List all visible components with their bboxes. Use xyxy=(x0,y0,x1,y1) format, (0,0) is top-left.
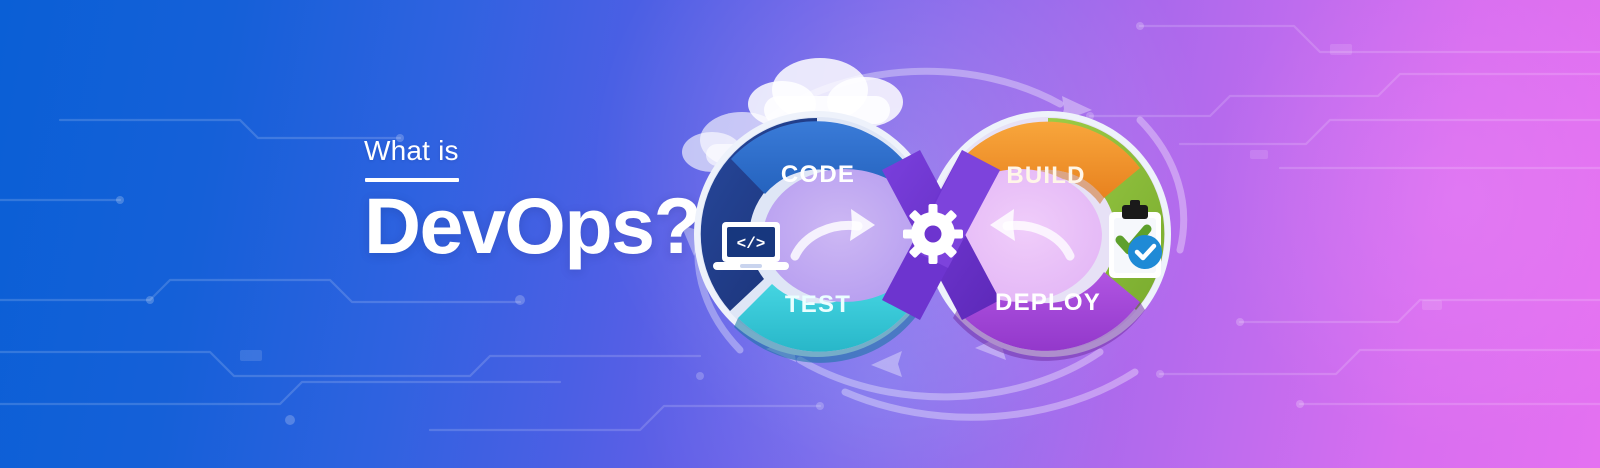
svg-text:</>: </> xyxy=(737,235,766,253)
left-loop-inner-lens xyxy=(763,169,916,302)
laptop-code-icon: </> xyxy=(713,222,789,270)
deploy-segment-shadow xyxy=(953,302,1145,361)
inner-arrow-left-icon xyxy=(990,209,1075,261)
page-title: DevOps? xyxy=(364,180,702,270)
test-segment-shadow xyxy=(734,306,918,363)
stage-label-code: CODE xyxy=(781,161,855,188)
left-loop-group: </> xyxy=(694,111,940,363)
orbit-flow-arrows xyxy=(694,67,1188,421)
right-loop-inner-lens xyxy=(949,169,1102,302)
stage-label-test: TEST xyxy=(785,291,851,318)
inner-arrow-right-icon xyxy=(790,209,875,261)
headline-block: What is DevOps? xyxy=(364,135,784,270)
verified-badge-icon xyxy=(1128,235,1162,269)
kicker-text: What is xyxy=(364,135,459,166)
gear-icon xyxy=(903,204,963,264)
stage-label-build: BUILD xyxy=(1006,162,1085,189)
stage-label-deploy: DEPLOY xyxy=(995,289,1101,316)
title-underline-rule xyxy=(365,177,459,182)
